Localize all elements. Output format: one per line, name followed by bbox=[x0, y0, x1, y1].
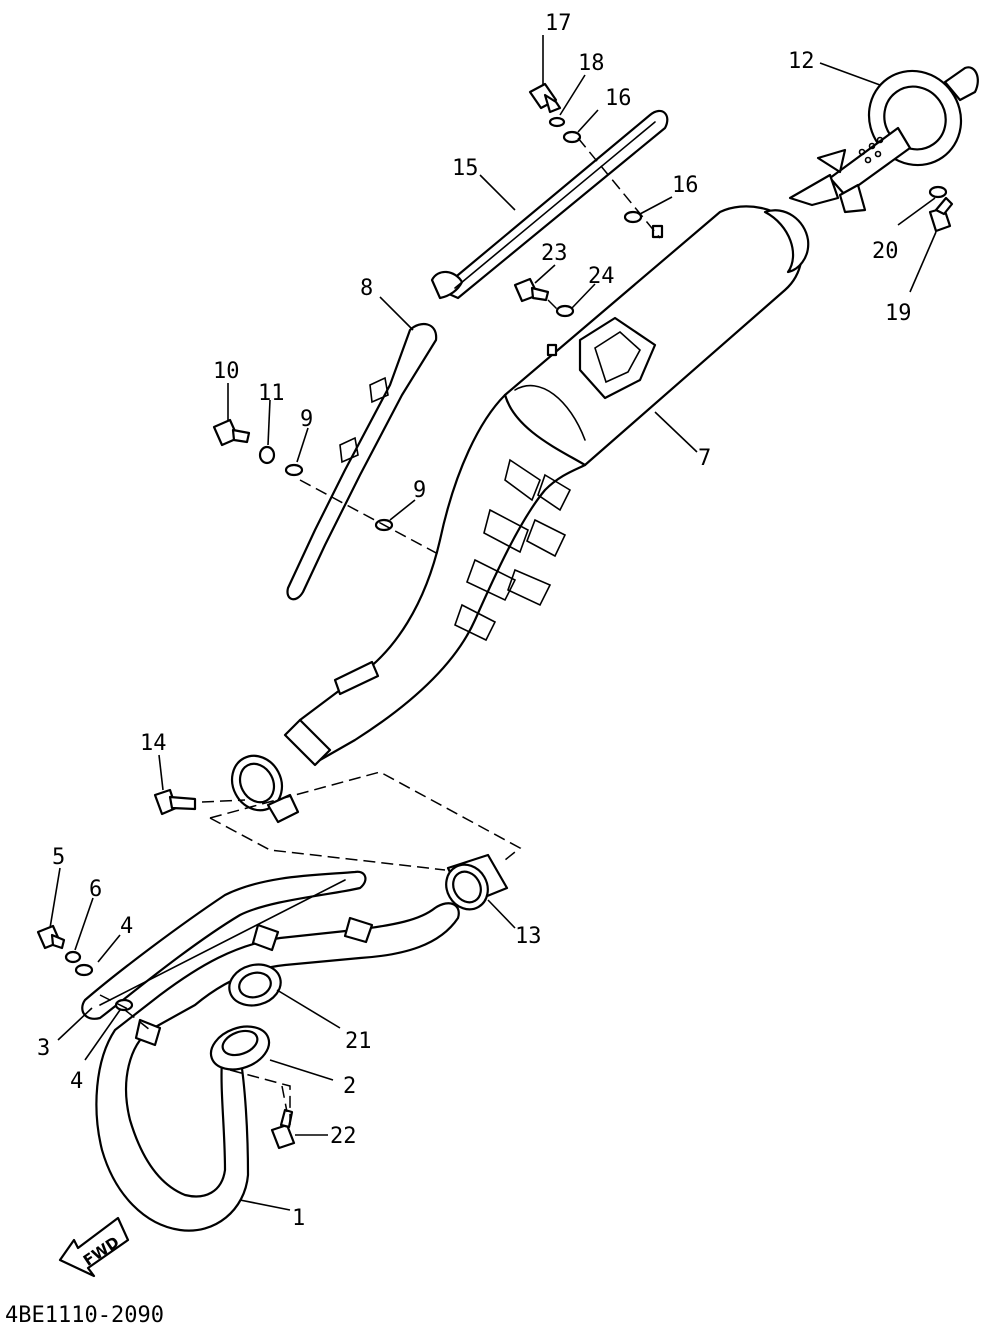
protector-part-15 bbox=[430, 109, 669, 300]
callout-19: 19 bbox=[885, 301, 912, 326]
callout-9a: 9 bbox=[300, 407, 313, 432]
callout-24: 24 bbox=[588, 264, 615, 289]
callout-6: 6 bbox=[89, 877, 102, 902]
callout-labels: 1 2 3 4 4 5 6 7 8 9 9 10 11 12 13 14 15 … bbox=[37, 11, 912, 1231]
gasket-part-13 bbox=[445, 853, 509, 911]
callout-8: 8 bbox=[360, 276, 373, 301]
alignment-lines bbox=[99, 137, 661, 1125]
callout-9b: 9 bbox=[413, 478, 426, 503]
callout-12: 12 bbox=[788, 49, 815, 74]
callout-16a: 16 bbox=[605, 86, 632, 111]
callout-23: 23 bbox=[541, 241, 568, 266]
callout-2: 2 bbox=[343, 1074, 356, 1099]
gasket-part-21 bbox=[228, 963, 282, 1007]
callout-10: 10 bbox=[213, 359, 240, 384]
fasteners bbox=[36, 82, 954, 1150]
protector-part-8 bbox=[286, 322, 438, 601]
callout-11: 11 bbox=[258, 381, 285, 406]
forward-direction-arrow: FWD bbox=[58, 1216, 130, 1278]
callout-5: 5 bbox=[52, 845, 65, 870]
callout-13: 13 bbox=[515, 924, 542, 949]
callout-18: 18 bbox=[578, 51, 605, 76]
muffler-part-7 bbox=[230, 205, 810, 824]
callout-22: 22 bbox=[330, 1124, 357, 1149]
callout-15: 15 bbox=[452, 156, 479, 181]
drawing-code: 4BE1110-2090 bbox=[5, 1303, 164, 1328]
callout-4a: 4 bbox=[120, 914, 133, 939]
leader-lines bbox=[49, 35, 937, 1211]
spark-arrester-part-12 bbox=[788, 66, 979, 214]
callout-16b: 16 bbox=[672, 173, 699, 198]
callout-21: 21 bbox=[345, 1029, 372, 1054]
callout-17: 17 bbox=[545, 11, 572, 36]
callout-14: 14 bbox=[140, 731, 167, 756]
callout-7: 7 bbox=[698, 446, 711, 471]
callout-1: 1 bbox=[292, 1206, 305, 1231]
callout-4b: 4 bbox=[70, 1069, 83, 1094]
callout-3: 3 bbox=[37, 1036, 50, 1061]
callout-20: 20 bbox=[872, 239, 899, 264]
